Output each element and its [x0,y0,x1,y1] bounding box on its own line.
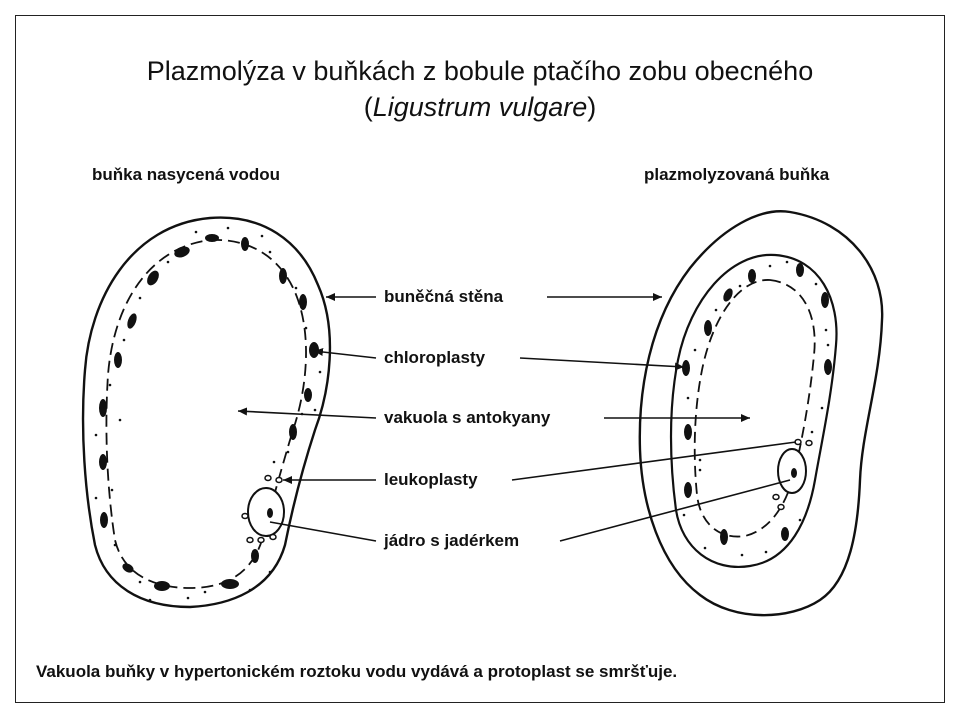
left-chloroplasts [99,234,319,591]
diagram-title: Plazmolýza v buňkách z bobule ptačího zo… [146,56,814,86]
right-nucleus [777,448,807,494]
label-vacuole: vakuola s antokyany [384,408,551,427]
nucleus-line-left [269,521,377,542]
left-vacuole-membrane [105,239,307,589]
left-cell-heading: buňka nasycená vodou [92,165,280,184]
right-chloroplasts [682,263,832,545]
label-cell-wall: buněčná stěna [384,287,504,306]
chloroplast-arrow-right [519,357,685,371]
nucleus-line-right [559,479,791,542]
left-cytoplasm-dots [94,226,322,602]
leader-lines [237,293,797,542]
right-cell-wall [638,210,884,617]
leucoplast-line-right [511,441,797,481]
diagram-frame [15,15,945,703]
left-cell-wall [81,216,332,609]
label-nucleus: jádro s jadérkem [384,531,520,550]
right-vacuole-membrane [693,279,816,538]
left-leucoplasts [241,474,283,544]
left-nucleus [247,487,285,537]
right-cytoplasm-dots [682,260,830,557]
right-plasma-membrane [669,253,838,569]
right-cell-heading: plazmolyzovaná buňka [644,165,830,184]
caption: Vakuola buňky v hypertonickém roztoku vo… [36,662,678,681]
diagram-subtitle: (Ligustrum vulgare) [363,92,597,122]
label-leucoplasts: leukoplasty [384,470,478,489]
chloroplast-arrow-left [313,348,377,359]
label-chloroplasts: chloroplasty [384,348,486,367]
latin-name: Ligustrum vulgare [372,92,588,122]
left-cell [81,216,332,609]
right-cell [638,210,884,617]
vacuole-arrow-left [237,407,377,419]
